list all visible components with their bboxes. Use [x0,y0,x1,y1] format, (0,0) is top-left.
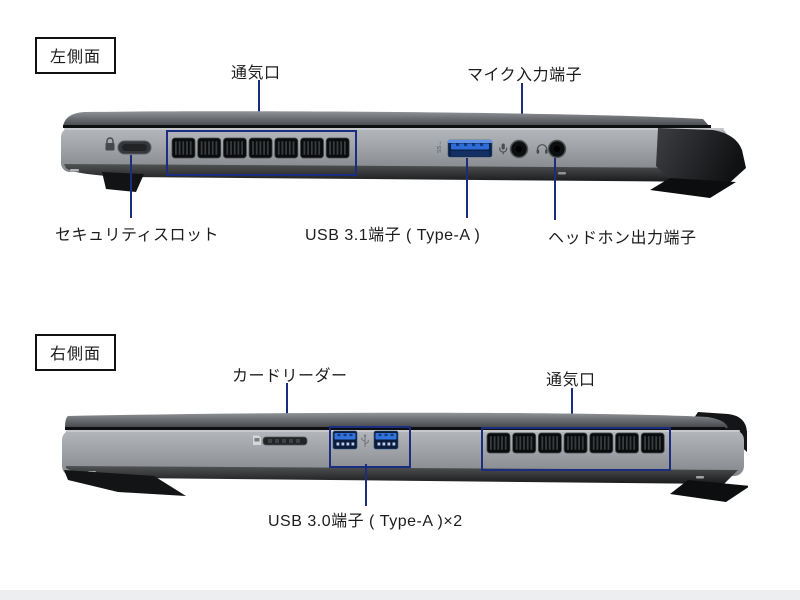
callout-label-vent-right: 通気口 [546,372,596,389]
callout-label-security-slot: セキュリティスロット [55,227,220,244]
laptop-rear-hinge [656,128,746,186]
callout-line-usb31 [466,158,468,218]
laptop-right-side-image [62,412,748,502]
mic-icon [499,143,508,155]
callout-line-vent-left [258,80,260,131]
laptop-lid [65,412,728,428]
callout-line-mic-input [521,83,523,139]
vent-highlight-box-right [481,427,671,471]
usb-31-port [447,139,493,158]
headphone-jack [547,139,567,159]
mic-jack [509,139,529,159]
callout-line-headphone [554,158,556,220]
security-slot [117,140,152,155]
callout-label-card-reader: カードリーダー [232,368,348,385]
callout-line-card-reader [286,383,288,435]
vent-highlight-box-left [166,130,357,176]
usb-ss-icon [361,434,369,447]
callout-label-vent-left: 通気口 [231,65,281,82]
callout-label-usb30: USB 3.0端子 ( Type-A )×2 [268,513,463,530]
usb-ss-icon: SS↔ [437,140,443,153]
rubber-foot [670,480,748,502]
laptop-left-side-image: SS↔ [61,111,746,198]
laptop-rear-hinge [694,412,747,452]
footer-bar [0,590,800,600]
section-title-right: 右側面 [35,334,117,371]
callout-line-security-slot [130,155,132,218]
laptop-lid [63,111,710,127]
lock-icon [105,137,115,151]
callout-line-vent-right [571,388,573,427]
callout-label-mic-input: マイク入力端子 [467,67,583,84]
callout-line-usb30 [365,464,367,506]
rubber-foot [102,172,144,192]
usb-highlight-box-right [329,426,411,468]
card-reader-slot [262,436,308,446]
callout-label-usb31: USB 3.1端子 ( Type-A ) [305,227,481,244]
callout-label-headphone: ヘッドホン出力端子 [548,230,697,247]
headphone-icon [536,144,548,154]
rubber-foot [64,470,186,496]
rubber-foot [650,178,736,198]
section-title-left: 左側面 [35,37,117,74]
